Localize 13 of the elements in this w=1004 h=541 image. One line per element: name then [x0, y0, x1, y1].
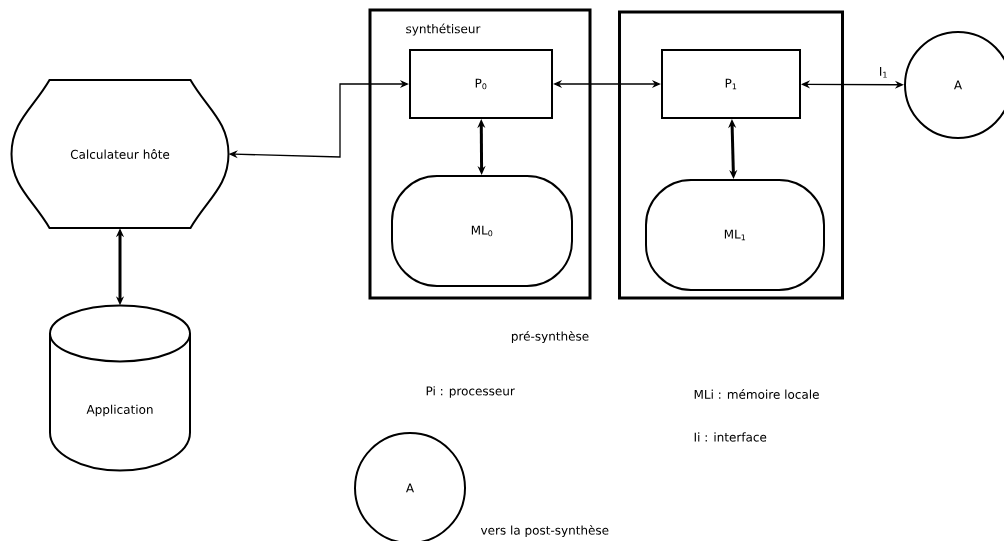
- note-text: pré-synthèse: [511, 330, 589, 344]
- database-cylinder: Application: [49, 304, 191, 472]
- panel-box: [618, 10, 844, 300]
- edge-label: I$_{1}$: [877, 66, 889, 79]
- processor-box: P$_{0}$: [409, 49, 553, 119]
- node-label: Application: [86, 404, 153, 417]
- note-text: MLi : mémoire locale: [694, 389, 819, 399]
- arrow: [553, 79, 661, 89]
- arrow: [801, 80, 904, 89]
- note-text: Pi : processeur: [426, 386, 515, 398]
- node-caption: vers la post-synthèse: [480, 524, 609, 538]
- note-text: Ii : interface: [694, 432, 767, 442]
- processor-box: P$_{1}$: [661, 49, 801, 119]
